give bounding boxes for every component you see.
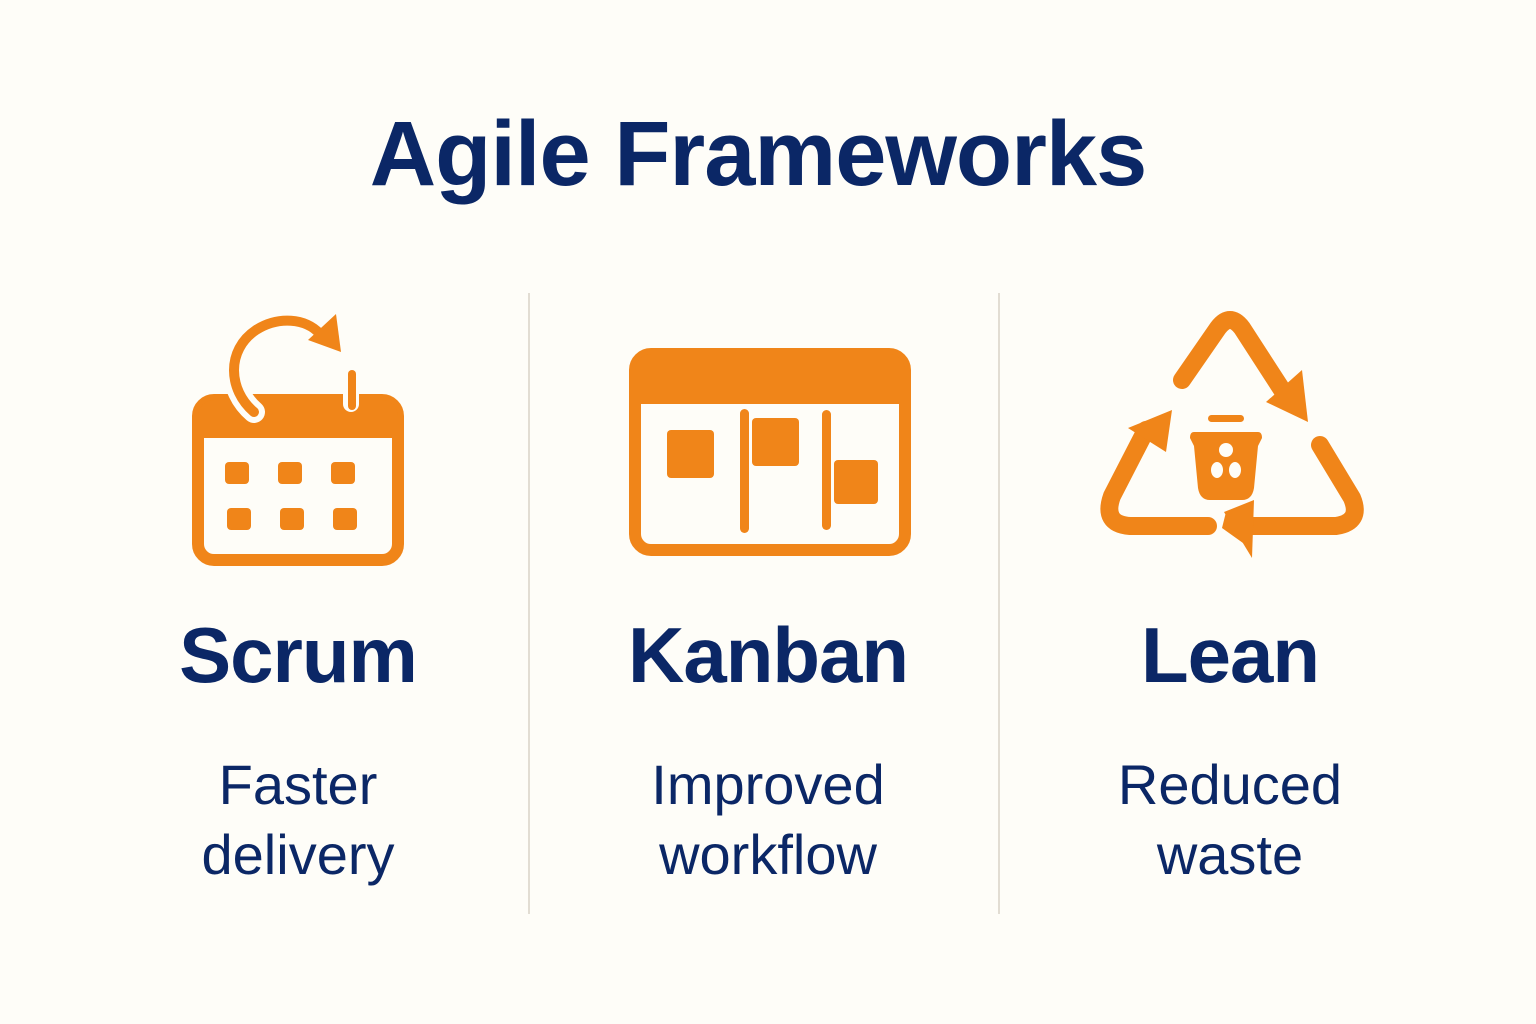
framework-benefit: Improved workflow bbox=[548, 750, 988, 890]
framework-name: Scrum bbox=[179, 611, 418, 699]
column-divider bbox=[528, 293, 530, 914]
framework-scrum: Scrum Faster delivery bbox=[78, 300, 518, 886]
framework-lean: Lean Reduced waste bbox=[1010, 300, 1450, 886]
benefit-line: delivery bbox=[201, 823, 395, 886]
framework-name: Lean bbox=[1140, 611, 1320, 699]
column-divider bbox=[998, 293, 1000, 914]
recycle-waste-icon bbox=[1100, 311, 1364, 558]
benefit-line: Faster bbox=[218, 753, 378, 816]
benefit-line: Reduced bbox=[1117, 753, 1343, 816]
page-title: Agile Frameworks bbox=[369, 103, 1148, 205]
calendar-cycle-icon bbox=[192, 309, 404, 566]
framework-kanban: Kanban Improved workflow bbox=[548, 300, 988, 886]
kanban-board-icon bbox=[629, 348, 911, 556]
benefit-line: waste bbox=[1156, 823, 1304, 886]
framework-benefit: Faster delivery bbox=[78, 750, 518, 890]
benefit-line: Improved bbox=[651, 753, 885, 816]
framework-name: Kanban bbox=[627, 611, 909, 699]
benefit-line: workflow bbox=[659, 823, 877, 886]
framework-benefit: Reduced waste bbox=[1010, 750, 1450, 890]
